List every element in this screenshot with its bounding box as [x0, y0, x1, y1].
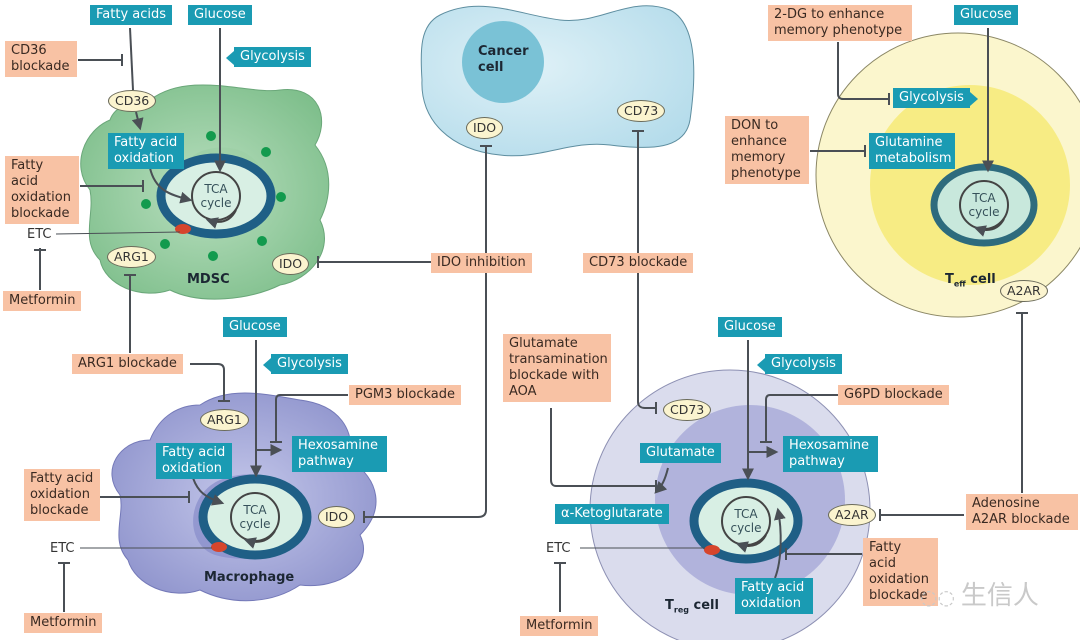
treg-glucose-label: Glucose — [718, 317, 782, 337]
treg-fao-label: Fatty acid oxidation — [735, 578, 813, 614]
treg-glycolysis-label: Glycolysis — [757, 354, 842, 374]
mdsc-fao-label: Fatty acid oxidation — [108, 133, 184, 169]
adenosine-a2ar-blockade-label: Adenosine A2AR blockade — [966, 494, 1078, 530]
ido-inhibition-label: IDO inhibition — [431, 253, 532, 273]
macrophage-metformin-label: Metformin — [24, 613, 103, 633]
mdsc-granules — [141, 131, 286, 261]
cd36-blockade-label: CD36 blockade — [5, 41, 77, 77]
fatty-acids-label: Fatty acids — [90, 5, 173, 25]
treg-metformin-label: Metformin — [520, 616, 599, 636]
macrophage-ido-enzyme: IDO — [318, 506, 356, 528]
treg-fao-blockade-label: Fatty acid oxidation blockade — [863, 538, 938, 606]
mdsc-glucose-label: Glucose — [188, 5, 252, 25]
macrophage-hexosamine-label: Hexosamine pathway — [292, 436, 387, 472]
don-label: DON to enhance memory phenotype — [725, 116, 809, 184]
treg-a2ar-receptor: A2AR — [828, 504, 876, 526]
treg-cd73-enzyme: CD73 — [663, 399, 712, 421]
wechat-icon: ◌◌ — [920, 585, 955, 609]
mdsc-cd36-receptor: CD36 — [108, 90, 157, 112]
teff-cell-name: Teff cell — [945, 272, 996, 289]
cancer-nucleus — [462, 21, 544, 103]
teff-glycolysis-label: Glycolysis — [893, 88, 978, 108]
fatty-acids-connector — [129, 27, 134, 91]
cancer-cd73-enzyme: CD73 — [617, 100, 666, 122]
mdsc-etc-label: ETC — [27, 227, 52, 242]
treg-glutamate-label: Glutamate — [640, 443, 721, 463]
treg-mitochondrion — [689, 478, 803, 564]
g6pd-blockade-label: G6PD blockade — [838, 385, 949, 405]
alpha-ketoglutarate-label: α-Ketoglutarate — [555, 504, 669, 524]
cancer-cell-body — [420, 5, 695, 157]
treg-etc-label: ETC — [546, 541, 571, 556]
teff-glutamine-label: Glutamine metabolism — [869, 133, 955, 169]
teff-glucose-label: Glucose — [954, 5, 1018, 25]
pgm3-blockade-label: PGM3 blockade — [349, 385, 462, 405]
macrophage-glycolysis-label: Glycolysis — [263, 354, 348, 374]
arg1-blockade-label: ARG1 blockade — [72, 354, 183, 374]
mdsc-mitochondrion — [156, 153, 276, 239]
mdsc-ido-enzyme: IDO — [272, 253, 310, 275]
2dg-label: 2-DG to enhance memory phenotype — [768, 5, 912, 41]
treg-hexosamine-label: Hexosamine pathway — [783, 436, 878, 472]
mdsc-cell-name: MDSC — [187, 272, 230, 287]
watermark: ◌◌生信人 — [920, 581, 1039, 611]
macrophage-arg1-enzyme: ARG1 — [200, 409, 249, 431]
cd73-blockade-label: CD73 blockade — [583, 253, 694, 273]
glutamate-transamination-blockade-label: Glutamate transamination blockade with A… — [503, 334, 611, 402]
macrophage-cell-name: Macrophage — [204, 570, 295, 585]
mdsc-fao-blockade-label: Fatty acid oxidation blockade — [5, 156, 79, 224]
macrophage-glucose-label: Glucose — [223, 317, 287, 337]
macrophage-etc-label: ETC — [50, 541, 75, 556]
teff-a2ar-receptor: A2AR — [1000, 280, 1048, 302]
mdsc-glycolysis-label: Glycolysis — [226, 47, 311, 67]
mdsc-arg1-enzyme: ARG1 — [107, 246, 156, 268]
macrophage-mitochondrion — [198, 474, 312, 560]
macrophage-fao-blockade-label: Fatty acid oxidation blockade — [24, 469, 100, 521]
mdsc-metformin-label: Metformin — [3, 291, 82, 311]
treg-cell-name: Treg cell — [665, 598, 719, 615]
cancer-ido-enzyme: IDO — [466, 117, 504, 139]
macrophage-fao-label: Fatty acid oxidation — [156, 443, 232, 479]
